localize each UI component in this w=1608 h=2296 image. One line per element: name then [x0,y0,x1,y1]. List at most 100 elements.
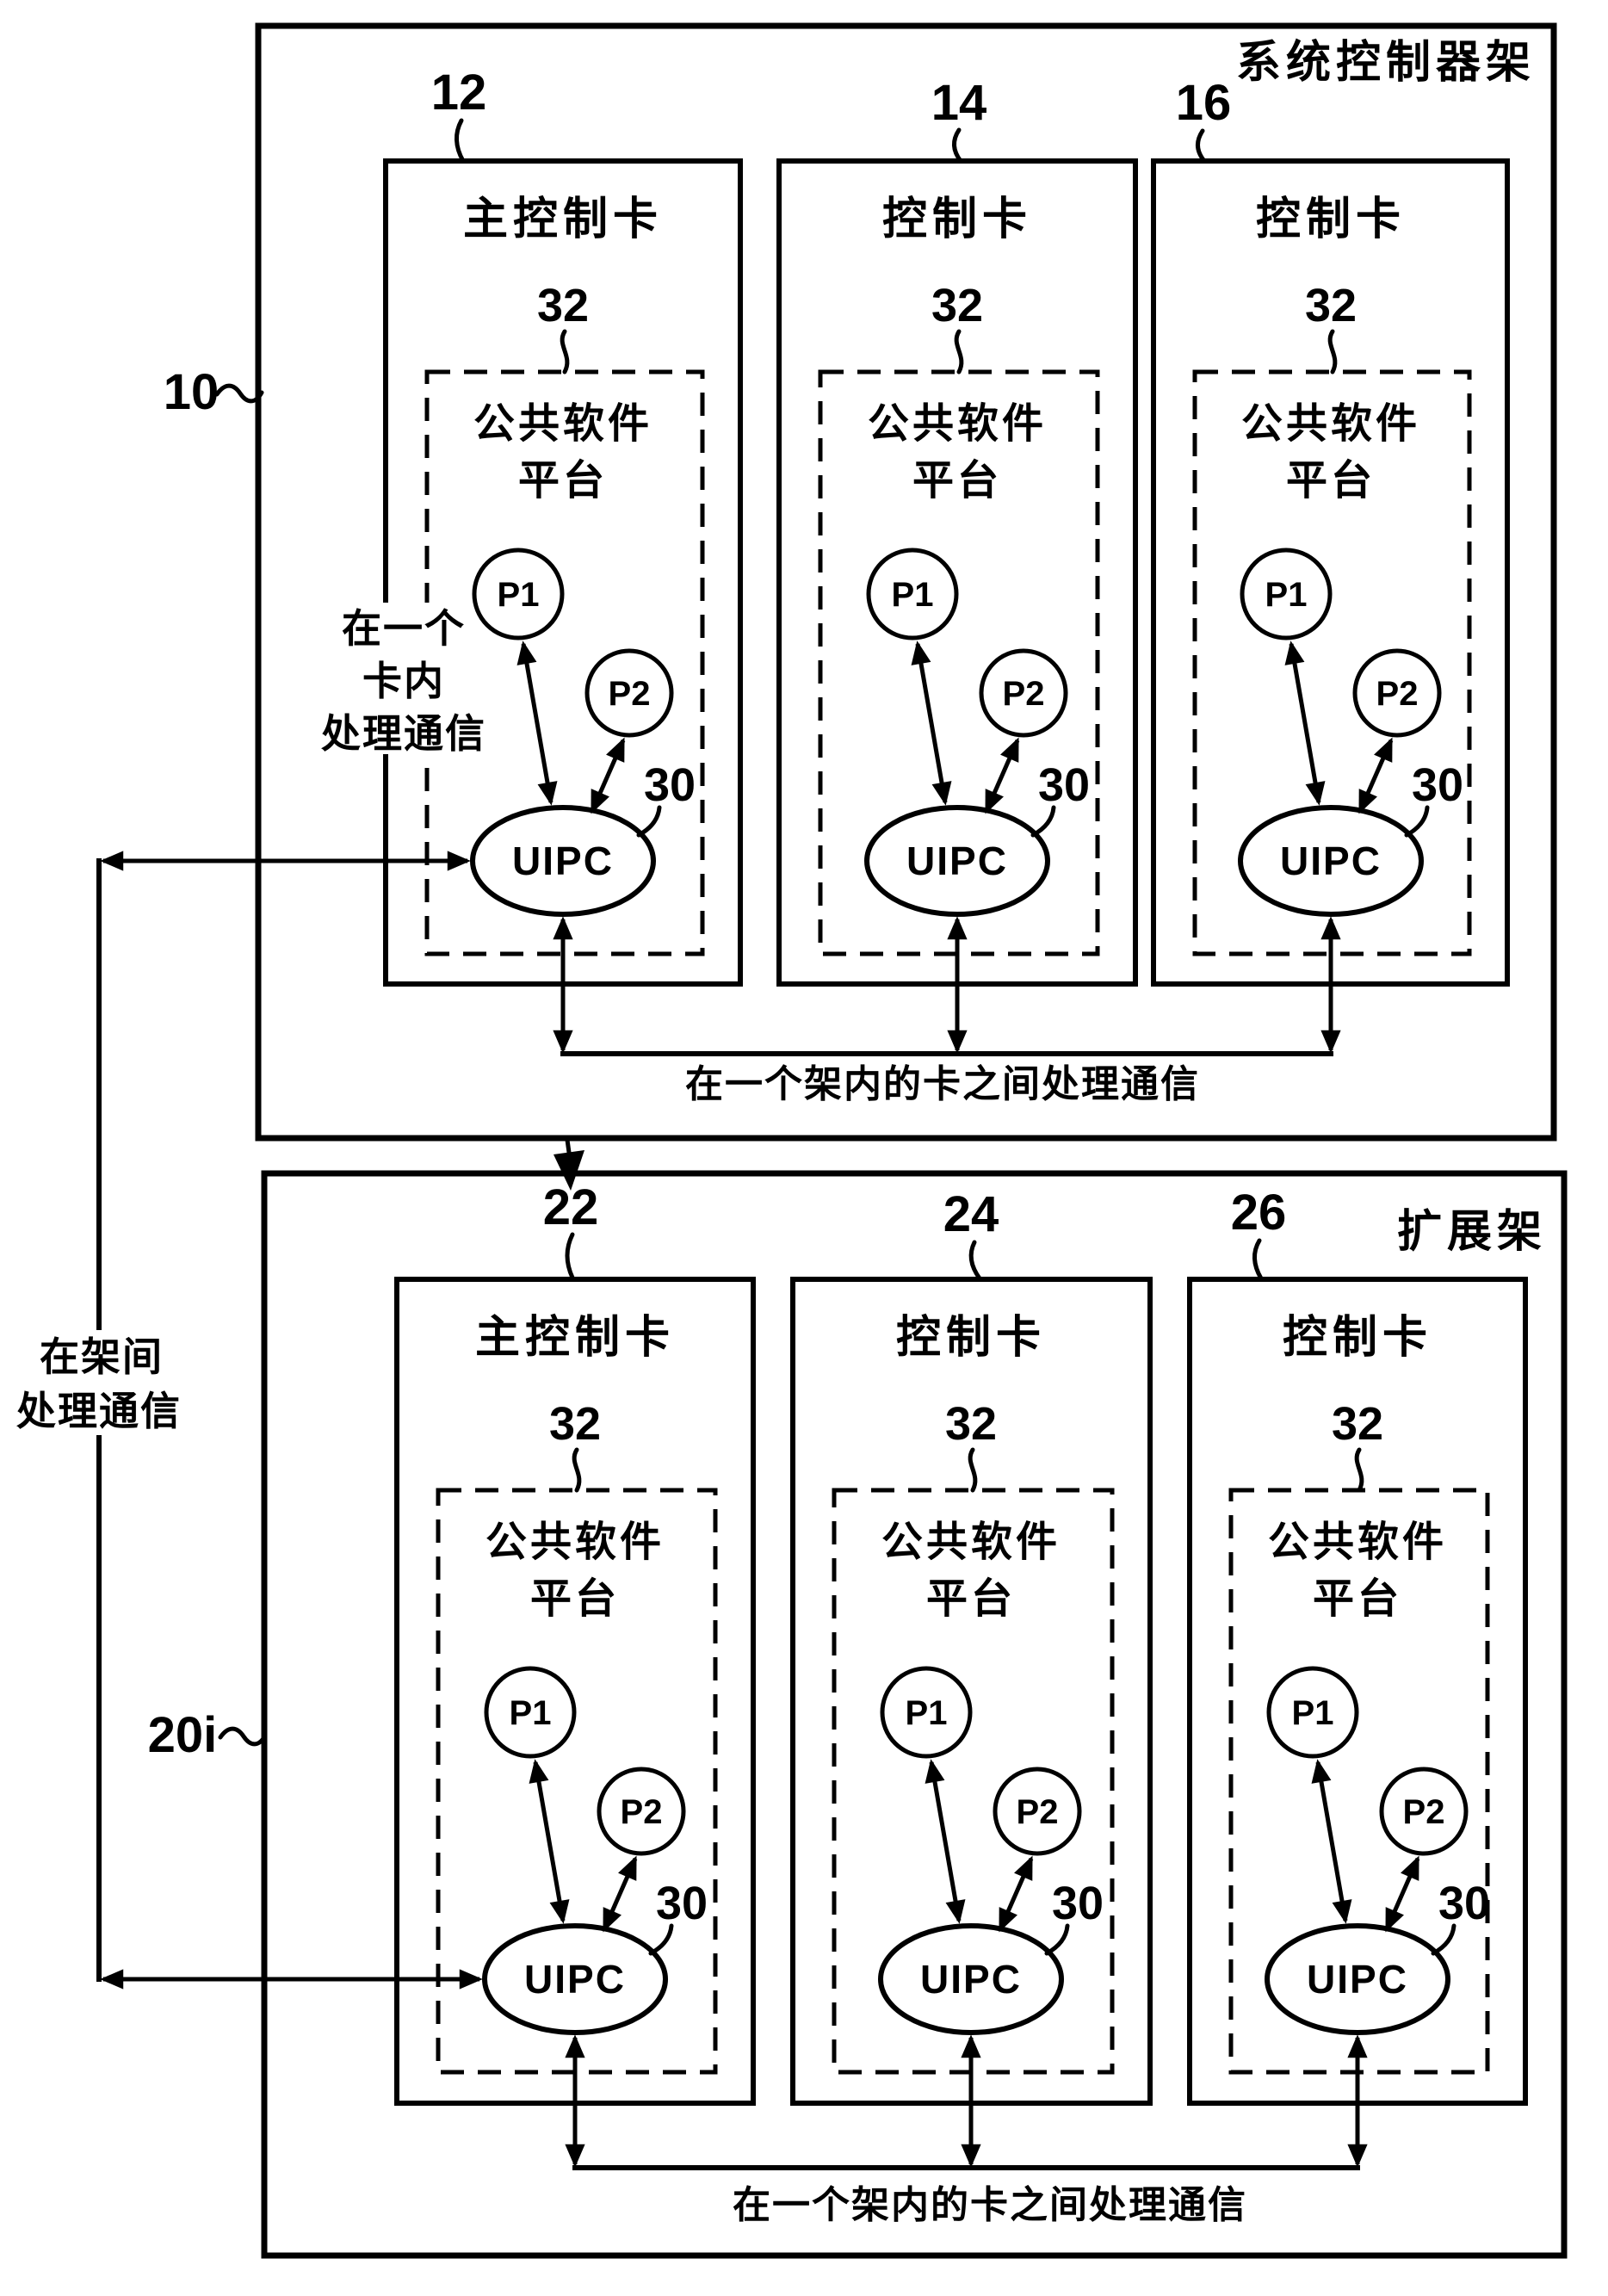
inter-shelf-label-line2: 处理通信 [16,1389,182,1433]
rack2-ref-tilde [218,1726,268,1747]
platform-dashed-box [436,1488,718,2075]
rack1-card1-ref-leader [455,118,466,164]
card-title: 控制卡 [1283,1313,1432,1363]
platform-label-line2: 平台 [926,1576,1016,1622]
rack1-bus-label: 在一个架内的卡之间处理通信 [685,1063,1200,1105]
uipc-ref: 30 [1038,759,1090,811]
rack2-ref: 20i [148,1707,218,1763]
uipc-ref: 30 [1438,1878,1490,1929]
p2-uipc-arrow [984,737,1020,814]
p1-label: P1 [1265,576,1308,614]
p1-label: P1 [1292,1694,1334,1732]
platform-ref-leader [968,1447,978,1493]
process-p1-node [866,548,959,641]
uipc-ref-leader [1431,1923,1456,1956]
process-p2-node [584,648,674,738]
uipc-label: UIPC [920,1957,1022,2002]
intra-card-label-line2: 卡内 [362,659,445,703]
platform-label-line1: 公共软件 [1241,401,1420,447]
rack2-box [261,1170,1568,2259]
inter-shelf-label-backdrop [12,1330,189,1435]
rack2-card2-control-card: 控制卡 32 公共软件 平台 P1 P2 UIPC 30 [790,1277,1153,2168]
p2-label: P2 [621,1793,663,1831]
p2-uipc-arrow [602,1855,638,1933]
uipc-ref: 30 [656,1878,708,1929]
platform-ref: 32 [945,1398,997,1450]
card-title: 控制卡 [1256,195,1406,244]
card-title: 主控制卡 [475,1313,675,1363]
uipc-label: UIPC [1307,1957,1408,2002]
intra-card-label-line3: 处理通信 [321,711,486,756]
uipc-node [1265,1923,1450,2035]
platform-ref-leader [572,1447,582,1493]
platform-label-line2: 平台 [1313,1576,1402,1622]
platform-label-line2: 平台 [530,1576,620,1622]
p2-label: P2 [1376,675,1419,713]
p1-label: P1 [906,1694,948,1732]
uipc-node [482,1923,668,2035]
process-p2-node [993,1767,1082,1856]
platform-label-line2: 平台 [518,458,608,504]
rack1-card3-ref-leader [1196,128,1207,164]
p1-label: P1 [510,1694,552,1732]
platform-ref: 32 [537,280,589,331]
p1-uipc-arrow [529,1759,570,1924]
rack1-card3-ref: 16 [1176,75,1232,131]
rack1-card3-control-card: 控制卡 32 公共软件 平台 P1 P2 UIPC 30 [1151,158,1510,1054]
uipc-node [1238,805,1424,917]
platform-label-line2: 平台 [1286,458,1376,504]
uipc-ref: 30 [644,759,696,811]
p2-label: P2 [1017,1793,1059,1831]
platform-label-line1: 公共软件 [881,1519,1061,1565]
rack1-card2-control-card: 控制卡 32 公共软件 平台 P1 P2 UIPC 30 [776,158,1138,1054]
p1-uipc-arrow [1311,1759,1352,1924]
process-p2-node [1352,648,1442,738]
p1-uipc-arrow [911,641,952,806]
p2-label: P2 [1003,675,1045,713]
platform-label-line1: 公共软件 [1268,1519,1447,1565]
intra-card-label-line1: 在一个 [342,606,466,651]
intra-card-label-backdrop [315,603,492,754]
rack2-card1-master-control-card: 主控制卡 32 公共软件 平台 P1 P2 UIPC 30 [394,1277,756,2168]
inter-shelf-label-line1: 在架间 [40,1334,164,1379]
platform-dashed-box [1192,369,1472,956]
rack1-card1-master-control-card: 主控制卡 32 公共软件 平台 P1 P2 UIPC 30 [315,158,743,1054]
platform-dashed-box [832,1488,1115,2075]
platform-ref: 32 [1332,1398,1383,1450]
p2-label: P2 [1403,1793,1445,1831]
process-p1-node [1240,548,1333,641]
process-p2-node [979,648,1068,738]
platform-label-line1: 公共软件 [868,401,1047,447]
process-p2-node [597,1767,686,1856]
uipc-label: UIPC [512,839,614,883]
rack2-card2-ref-leader [968,1240,982,1281]
rack2-card3-ref: 26 [1231,1185,1287,1241]
p1-uipc-arrow [925,1759,966,1924]
platform-dashed-box [818,369,1100,956]
p1-label: P1 [892,576,934,614]
uipc-node [470,805,656,917]
uipc-ref-leader [636,805,662,838]
platform-label-line2: 平台 [912,458,1002,504]
uipc-node [878,1923,1064,2035]
p2-uipc-arrow [1384,1855,1420,1933]
uipc-ref: 30 [1412,759,1463,811]
rack2-card1-ref: 22 [543,1179,599,1235]
rack1-title: 系统控制器架 [1236,38,1536,88]
platform-ref-leader [1354,1447,1364,1493]
rack2-title: 扩展架 [1397,1207,1547,1257]
card-title: 控制卡 [882,195,1032,244]
intra-card-communication-label: 在一个 卡内 处理通信 [321,606,486,756]
uipc-ref: 30 [1052,1878,1104,1929]
rack1-ref-tilde [214,383,264,404]
uipc-label: UIPC [1280,839,1382,883]
card-title: 主控制卡 [463,195,663,244]
p2-uipc-arrow [590,737,626,814]
rack2-bus-label: 在一个架内的卡之间处理通信 [733,2184,1247,2226]
p2-label: P2 [609,675,651,713]
rack2-card2-ref: 24 [943,1186,999,1242]
process-p1-node [484,1666,577,1759]
p1-label: P1 [498,576,540,614]
uipc-label: UIPC [524,1957,626,2002]
